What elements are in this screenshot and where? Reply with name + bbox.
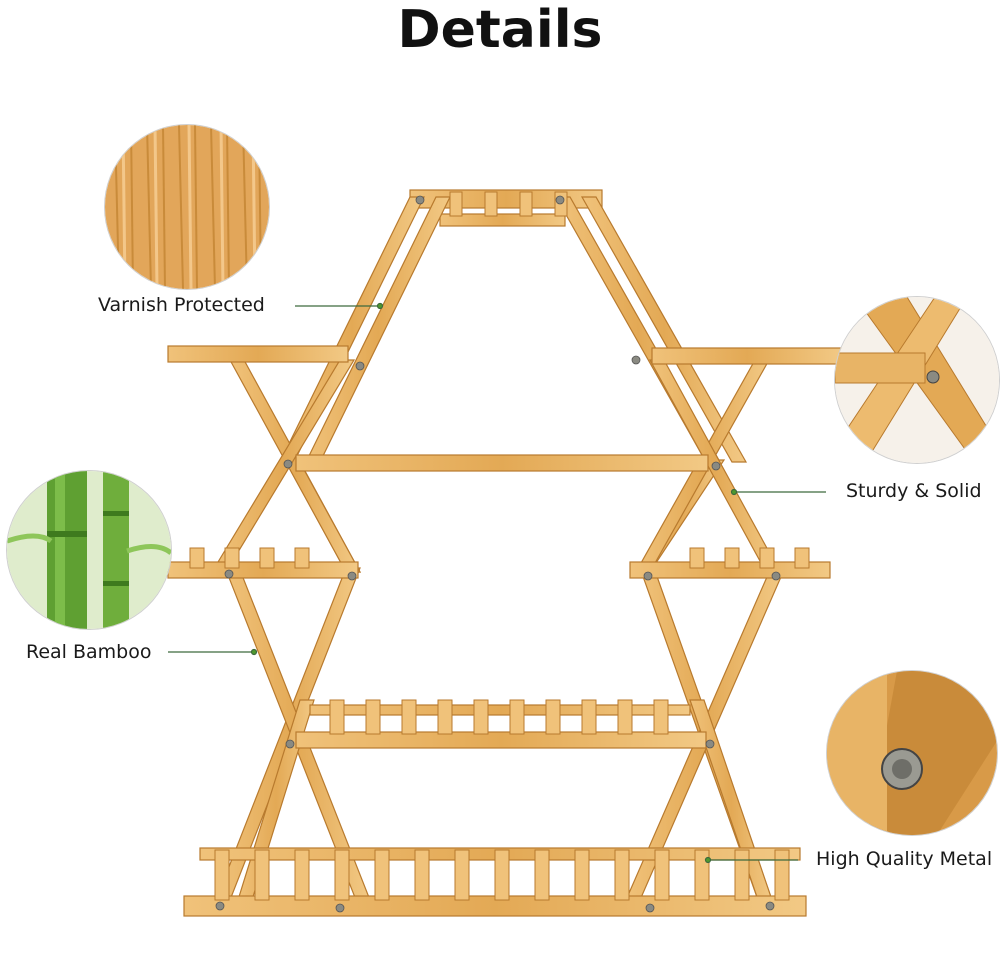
page-title: Details [397,0,603,60]
high-quality-metal-label: High Quality Metal [816,848,993,870]
bamboo-detail [6,470,172,630]
crossed-legs-icon [835,297,999,463]
wood-grain-icon [105,125,269,289]
metal-bolt-detail [826,670,998,836]
bolt-icon [827,671,997,835]
sturdy-solid-label: Sturdy & Solid [846,480,982,502]
wood-texture-detail [104,124,270,290]
varnish-protected-label: Varnish Protected [98,294,265,316]
sturdy-joint-detail [834,296,1000,464]
real-bamboo-label: Real Bamboo [26,641,152,663]
bamboo-stalk-icon [7,471,171,629]
